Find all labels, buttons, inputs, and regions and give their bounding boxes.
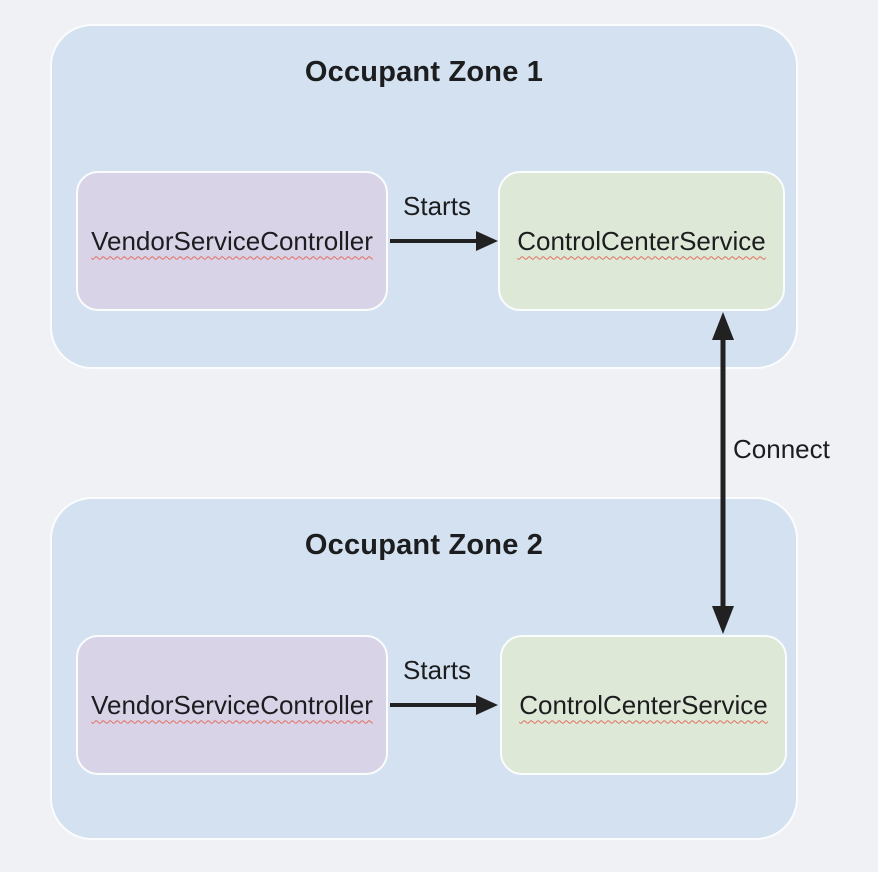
zone-occupant-1: Occupant Zone 1 VendorServiceController … <box>50 24 798 369</box>
node-label: ControlCenterService <box>519 689 768 720</box>
node-label: VendorServiceController <box>91 689 373 720</box>
starts-edge-label-zone1: Starts <box>403 191 471 221</box>
zone-title: Occupant Zone 1 <box>304 56 544 88</box>
connect-edge-label: Connect <box>733 434 830 464</box>
node-label: ControlCenterService <box>517 225 766 256</box>
vendor-service-controller-node: VendorServiceController <box>76 635 388 775</box>
zone-occupant-2: Occupant Zone 2 VendorServiceController … <box>50 497 798 840</box>
starts-edge-label-zone2: Starts <box>403 655 471 685</box>
control-center-service-node: ControlCenterService <box>498 171 785 311</box>
node-label: VendorServiceController <box>91 225 373 256</box>
zone-title: Occupant Zone 2 <box>304 529 544 561</box>
control-center-service-node: ControlCenterService <box>500 635 787 775</box>
vendor-service-controller-node: VendorServiceController <box>76 171 388 311</box>
